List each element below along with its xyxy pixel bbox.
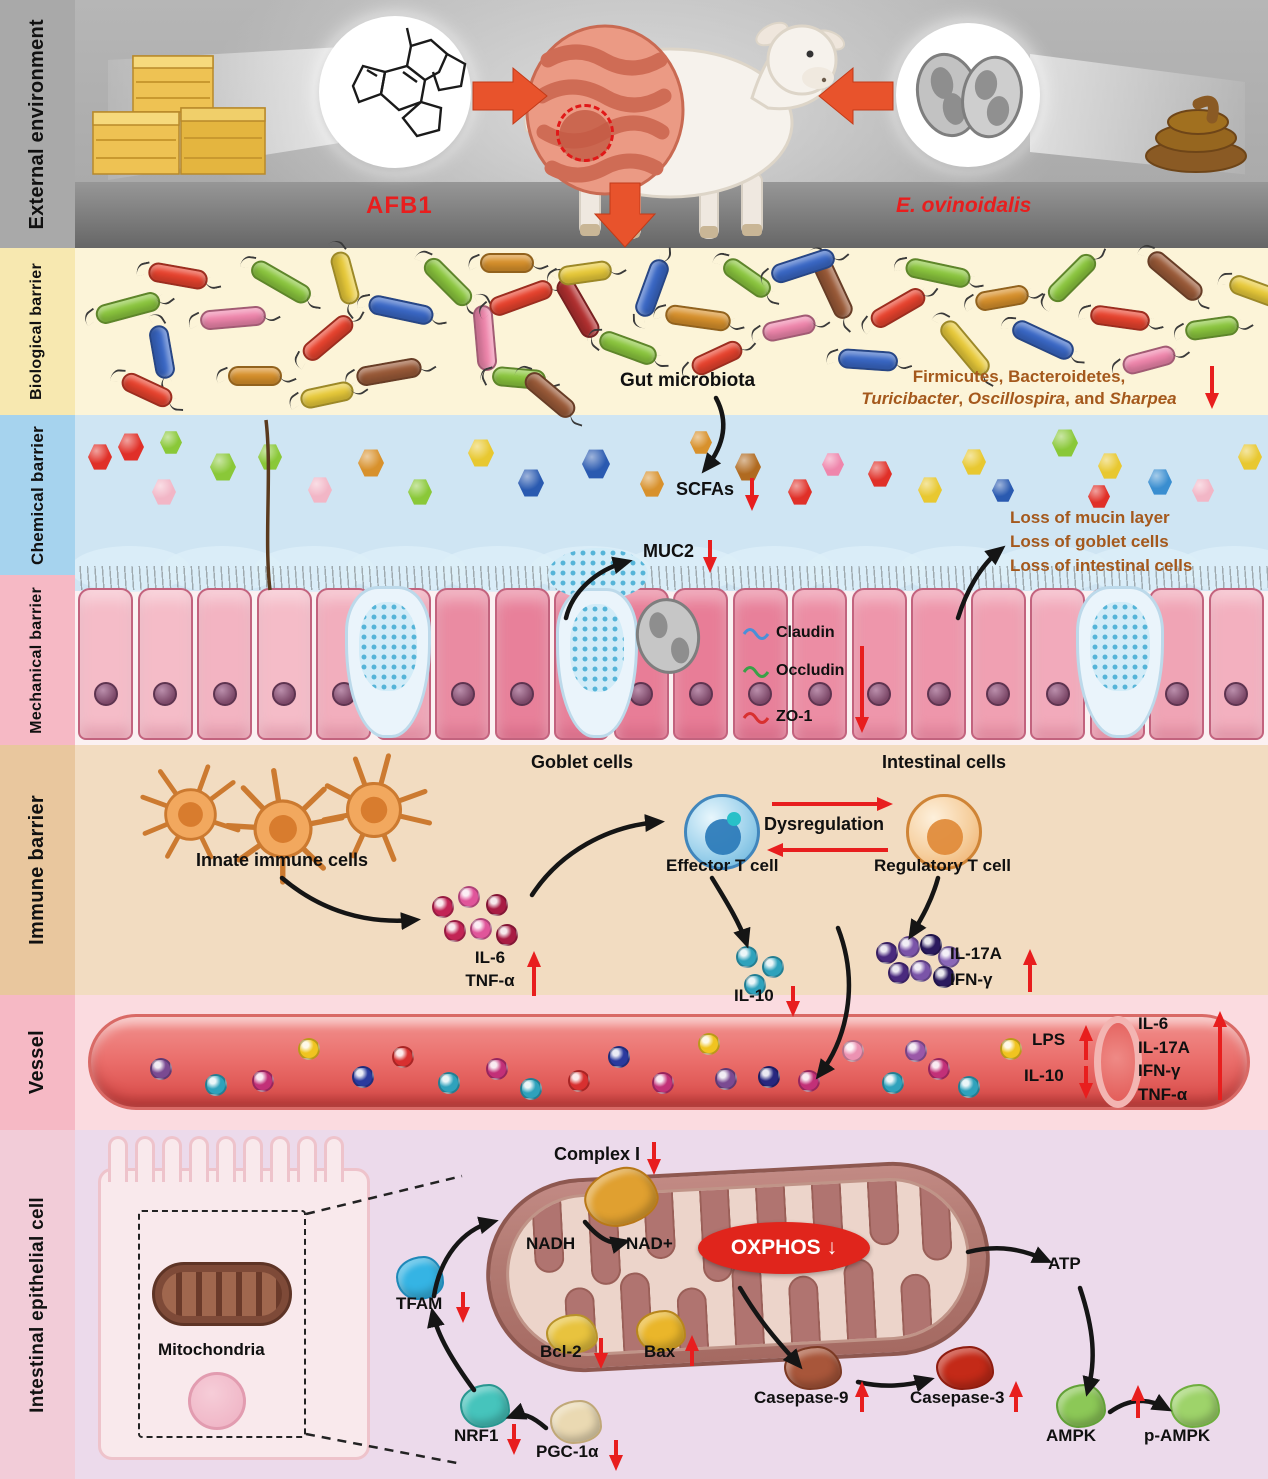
caspase9-label: Casepase-9 (754, 1388, 849, 1407)
taxa-text: Firmicutes, Bacteroidetes, Turicibacter,… (828, 366, 1210, 410)
sidebar-label: External environment (26, 18, 48, 230)
dysregulation-label: Dysregulation (764, 814, 885, 834)
scfas-label: SCFAs (676, 479, 735, 499)
il6-label: IL-6 (474, 948, 506, 967)
section-vessel (75, 995, 1268, 1130)
loss-line3: Loss of intestinal cells (1010, 556, 1193, 575)
taxa-genus: Turicibacter (861, 389, 959, 408)
zo1-label: ZO-1 (776, 708, 813, 725)
section-mechanical-barrier (75, 575, 1268, 746)
innate-immune-label: Innate immune cells (196, 850, 369, 870)
ifng-label: IFN-γ (950, 970, 993, 989)
caspase3-label: Casepase-3 (910, 1388, 1005, 1407)
sidebar-label: Vessel (26, 1030, 48, 1095)
sidebar-label: Biological barrier (28, 263, 46, 400)
sidebar-label: Immune barrier (26, 795, 48, 945)
vessel-tnfa: TNF-α (1138, 1084, 1188, 1104)
vessel-il10-label: IL-10 (1024, 1066, 1064, 1085)
regulatory-tcell-label: Regulatory T cell (874, 856, 1011, 875)
loss-line2: Loss of goblet cells (1010, 532, 1169, 551)
sidebar-chemical-barrier: Chemical barrier (0, 415, 75, 575)
afb1-label: AFB1 (366, 192, 433, 219)
sidebar-intestinal-cell: Intestinal epithelial cell (0, 1130, 75, 1479)
atp-label: ATP (1048, 1254, 1081, 1273)
tnfa-label: TNF-α (465, 971, 515, 990)
sidebar-label: Intestinal epithelial cell (26, 1196, 48, 1413)
vessel-il6: IL-6 (1138, 1014, 1169, 1033)
mitochondria-label: Mitochondria (158, 1340, 265, 1359)
sidebar-biological-barrier: Biological barrier (0, 248, 75, 415)
sidebar-mechanical-barrier: Mechanical barrier (0, 575, 75, 746)
muc2-label: MUC2 (643, 541, 695, 561)
nad-label: NAD+ (626, 1234, 673, 1253)
nrf1-label: NRF1 (454, 1426, 499, 1445)
taxa-genus: Sharpea (1109, 389, 1177, 408)
nadh-label: NADH (526, 1234, 576, 1253)
taxa-genus: Oscillospira (967, 389, 1066, 408)
taxa-line1: Firmicutes, Bacteroidetes, (912, 367, 1126, 386)
tfam-label: TFAM (396, 1294, 443, 1313)
loss-line1: Loss of mucin layer (1010, 508, 1170, 527)
vessel-cytokine-list: IL-6 IL-17A IFN-γ TNF-α (1138, 1012, 1190, 1106)
il6-tnfa-labels: IL-6 TNF-α (444, 946, 536, 992)
sidebar-immune-barrier: Immune barrier (0, 745, 75, 995)
parasite-label: E. ovinoidalis (896, 194, 1032, 217)
taxa-sep: , and (1065, 389, 1110, 408)
effector-tcell-label: Effector T cell (666, 856, 779, 875)
bax-label: Bax (644, 1342, 676, 1361)
sidebar-vessel: Vessel (0, 995, 75, 1130)
sidebar-external-environment: External environment (0, 0, 75, 248)
occludin-label: Occludin (776, 662, 845, 679)
vessel-il17a: IL-17A (1138, 1037, 1190, 1057)
lps-label: LPS (1032, 1030, 1066, 1049)
pgc1a-label: PGC-1α (536, 1442, 599, 1461)
sidebar-label: Mechanical barrier (28, 587, 46, 734)
il10-label: IL-10 (734, 986, 774, 1005)
taxa-sep: , (958, 389, 968, 408)
il17a-label: IL-17A (950, 944, 1002, 963)
intestinal-cells-label: Intestinal cells (882, 752, 1007, 772)
complex1-label: Complex I (554, 1144, 641, 1164)
pampk-label: p-AMPK (1144, 1426, 1211, 1445)
claudin-label: Claudin (776, 624, 835, 641)
loss-text: Loss of mucin layer Loss of goblet cells… (1010, 506, 1192, 578)
bcl2-label: Bcl-2 (540, 1342, 582, 1361)
ampk-label: AMPK (1046, 1426, 1097, 1445)
gut-microbiota-label: Gut microbiota (620, 370, 756, 391)
floor (75, 182, 1268, 248)
sidebar-label: Chemical barrier (27, 425, 47, 565)
vessel-ifng: IFN-γ (1138, 1061, 1181, 1080)
goblet-cells-label: Goblet cells (531, 752, 634, 772)
